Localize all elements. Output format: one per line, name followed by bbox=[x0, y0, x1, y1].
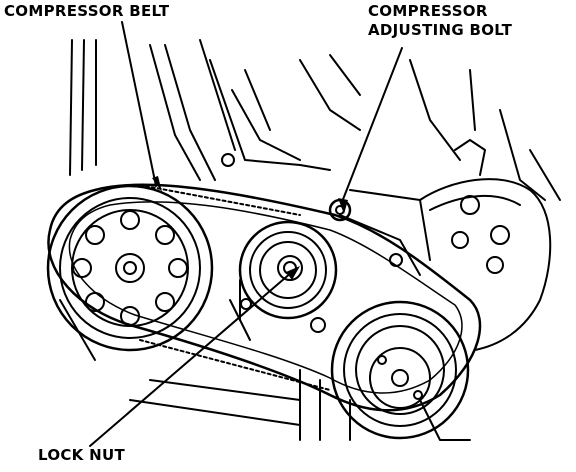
compressor-pulley bbox=[330, 300, 470, 440]
compressor-adjusting-bolt-label: COMPRESSOR ADJUSTING BOLT bbox=[368, 2, 512, 40]
leader-lines bbox=[89, 21, 403, 447]
block-bolts bbox=[221, 153, 403, 333]
compressor-belt-label: COMPRESSOR BELT bbox=[4, 2, 170, 20]
compressor-adjusting-bolt-label-line2: ADJUSTING BOLT bbox=[368, 21, 513, 39]
lock-nut-label: LOCK NUT bbox=[38, 446, 125, 464]
compressor-body bbox=[339, 139, 552, 351]
crankshaft-pulley bbox=[46, 184, 214, 352]
idler-pulley bbox=[238, 220, 338, 320]
leader-arrowheads bbox=[152, 176, 348, 280]
engine-block-lines bbox=[59, 39, 561, 441]
compressor-adjusting-bolt-label-line1: COMPRESSOR bbox=[368, 2, 488, 20]
compressor-belt bbox=[47, 183, 482, 412]
